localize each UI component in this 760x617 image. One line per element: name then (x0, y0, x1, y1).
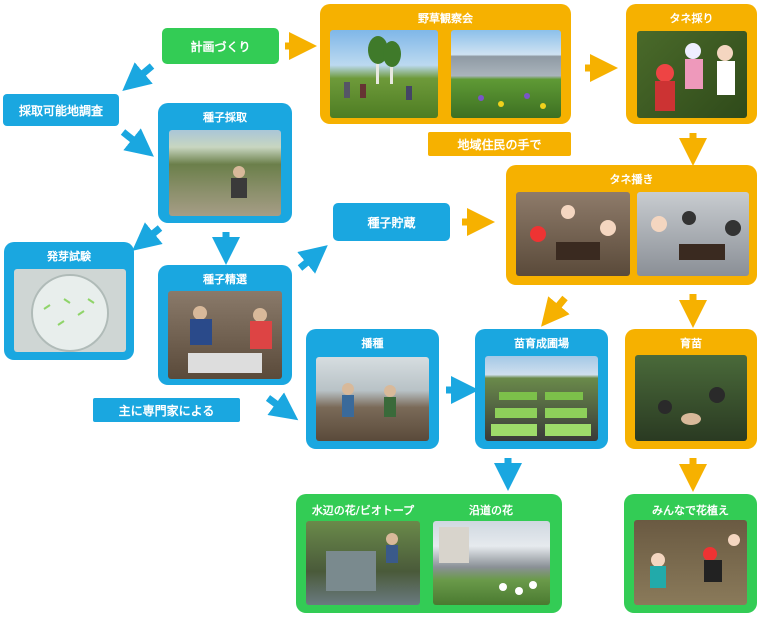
arrow-plan-to-survey (122, 62, 155, 92)
node-local-residents: 地域住民の手で (428, 132, 571, 156)
node-sowing: 播種 (306, 329, 439, 449)
node-nursery: 苗育成圃場 (475, 329, 608, 449)
node-observation-label: 野草観察会 (418, 12, 473, 25)
node-storage: 種子貯蔵 (333, 203, 450, 241)
photo-roadside (433, 521, 550, 605)
node-waterside-label: 水辺の花/ビオトープ (311, 504, 415, 517)
node-germination-label: 発芽試験 (47, 250, 91, 263)
node-collect-seeds-label: タネ採り (669, 12, 714, 25)
node-survey-label: 採取可能地調査 (18, 103, 103, 118)
node-planting-label: みんなで花植え (652, 504, 729, 517)
arrow-survey-to-seed-collection (120, 128, 154, 157)
photo-nursery-field (485, 356, 598, 441)
node-seedling: 育苗 (625, 329, 757, 449)
photo-petri-dish (14, 269, 126, 352)
photo-waterside (306, 521, 420, 605)
photo-greenhouse (316, 357, 429, 441)
node-plan: 計画づくり (162, 28, 279, 64)
photo-planting (634, 520, 747, 605)
photo-observation-lake (451, 30, 561, 118)
node-flowers: 水辺の花/ビオトープ 沿道の花 (296, 494, 562, 613)
photo-seed-selection (168, 291, 282, 379)
node-seedling-label: 育苗 (680, 337, 702, 350)
node-seed-collection: 種子採取 (158, 103, 292, 223)
node-local-residents-label: 地域住民の手で (457, 137, 542, 152)
node-survey: 採取可能地調査 (3, 94, 119, 126)
node-sowing-label: 播種 (361, 337, 384, 350)
photo-sowing-children-2 (637, 192, 749, 276)
node-experts: 主に専門家による (93, 398, 240, 422)
photo-sowing-children-1 (516, 192, 630, 276)
photo-children-collecting (637, 31, 747, 118)
node-planting: みんなで花植え (624, 494, 757, 613)
node-plan-label: 計画づくり (190, 39, 251, 54)
node-observation: 野草観察会 (320, 4, 571, 124)
arrow-selection-to-storage (297, 245, 328, 274)
node-sowing-event: タネ播き (506, 165, 757, 285)
node-roadside-label: 沿道の花 (469, 504, 513, 517)
arrow-sowing-event-to-nursery (541, 295, 570, 327)
arrow-seed-collection-to-germination (132, 222, 163, 251)
arrow-experts-to-sowing (265, 392, 299, 421)
node-nursery-label: 苗育成圃場 (514, 337, 569, 350)
node-sowing-event-label: タネ播き (609, 173, 654, 186)
photo-seed-collection (169, 130, 281, 216)
node-collect-seeds: タネ採り (626, 4, 757, 124)
photo-seedling-hands (635, 355, 747, 441)
node-seed-collection-label: 種子採取 (203, 111, 247, 124)
photo-observation-meadow (330, 30, 438, 118)
node-seed-selection: 種子精選 (158, 265, 292, 385)
node-seed-selection-label: 種子精選 (203, 273, 247, 286)
node-experts-label: 主に専門家による (118, 403, 215, 418)
node-germination: 発芽試験 (4, 242, 134, 360)
node-storage-label: 種子貯蔵 (367, 215, 416, 230)
